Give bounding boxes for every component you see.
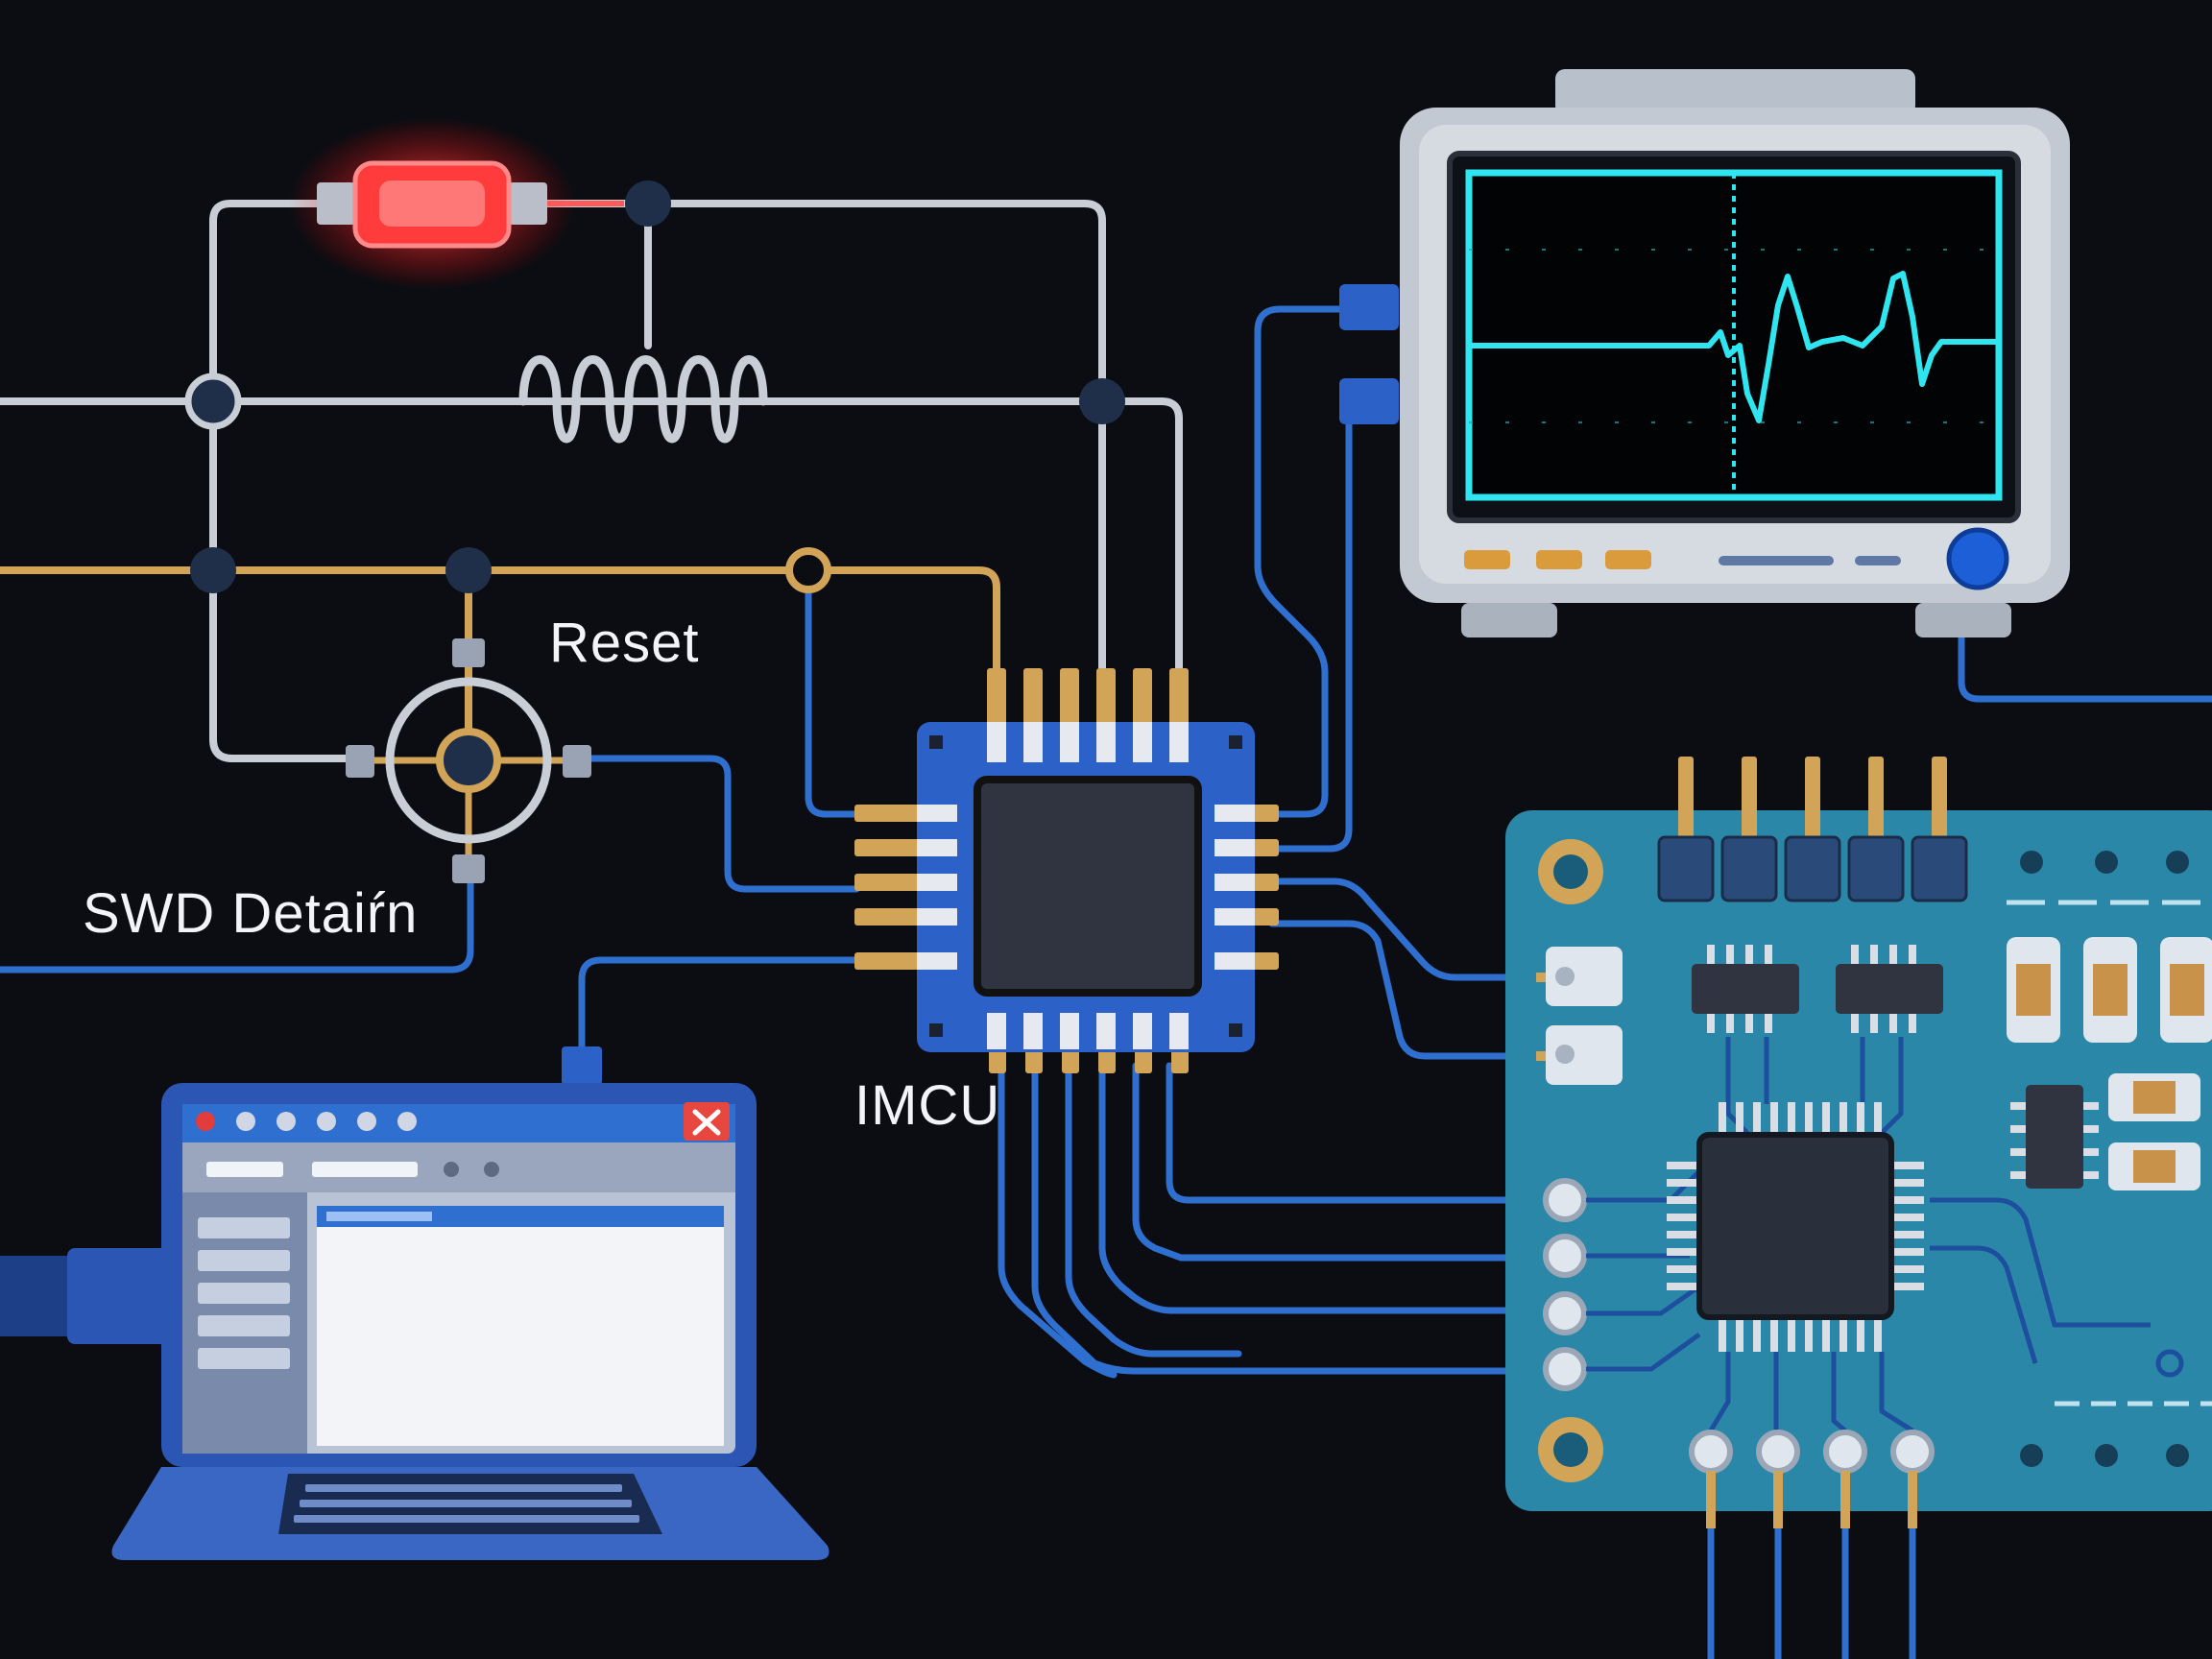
gold-wires	[0, 566, 1000, 743]
oscilloscope-icon	[1339, 69, 2070, 637]
red-led-icon	[288, 117, 624, 290]
reset-label: Reset	[549, 612, 700, 674]
junction-nodes	[184, 180, 1125, 593]
scope-waveform	[1469, 271, 1999, 423]
white-wires	[0, 200, 1183, 762]
crosshair-switch-icon	[346, 638, 591, 883]
mcu-label: IMCU	[854, 1074, 1001, 1137]
swd-detail-label: SWD Detaiŕn	[83, 882, 419, 945]
qfp-chip-icon	[854, 668, 1279, 1073]
blue-wires	[0, 305, 2212, 1659]
circuit-board-icon	[1505, 757, 2212, 1528]
resistor-coil-icon	[518, 355, 768, 444]
laptop-icon	[0, 1046, 830, 1560]
